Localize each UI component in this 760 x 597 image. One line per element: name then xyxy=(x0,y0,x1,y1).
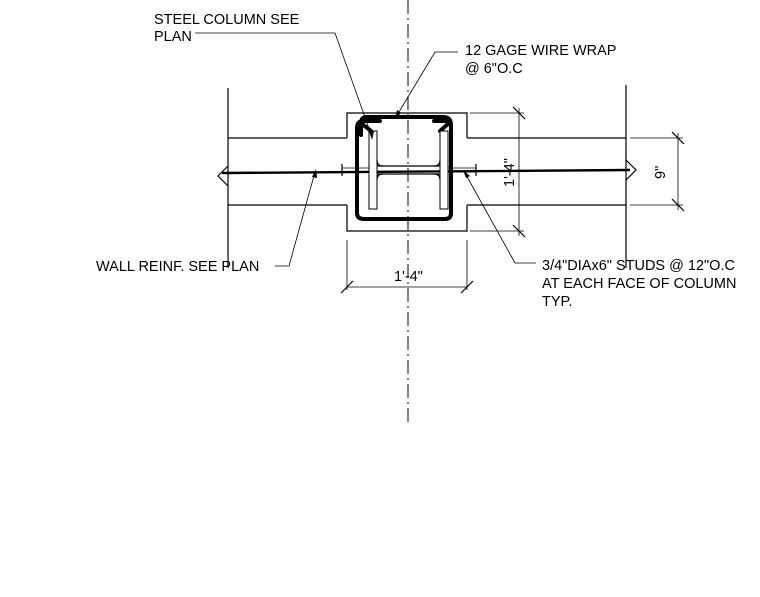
wall-reinf-leader-arrow xyxy=(312,169,317,178)
wire-wrap-leader-arrow xyxy=(395,110,401,119)
wall-thickness-dimension-text: 9" xyxy=(653,166,669,179)
column-width-dimension-text: 1'-4" xyxy=(394,269,423,285)
studs-note-line1: 3/4"DIAx6" STUDS @ 12"O.C xyxy=(542,258,735,274)
wire-wrap-note-line1: 12 GAGE WIRE WRAP xyxy=(465,43,616,59)
wire-wrap-leader xyxy=(395,51,458,118)
wall-reinf-note: WALL REINF. SEE PLAN xyxy=(96,259,259,275)
steel-column-leader xyxy=(195,32,373,138)
column-depth-dimension-text: 1'-4" xyxy=(502,158,518,187)
right-break-symbol xyxy=(625,159,637,181)
shear-studs xyxy=(341,164,477,176)
studs-note-line2: AT EACH FACE OF COLUMN xyxy=(542,276,736,292)
steel-column-leader-arrow xyxy=(369,131,374,140)
column-depth-dimension xyxy=(470,106,526,238)
studs-leader xyxy=(464,172,536,264)
wire-wrap-note-line2: @ 6"O.C xyxy=(465,61,523,77)
column-encasement-outline xyxy=(346,112,468,232)
steel-column-right-flange xyxy=(439,130,449,210)
studs-leader-arrow xyxy=(463,170,470,178)
steel-column-note-line1: STEEL COLUMN SEE xyxy=(154,12,300,28)
wire-wrap-hook-right xyxy=(438,121,451,133)
wall-thickness-dimension xyxy=(630,131,685,212)
column-width-dimension xyxy=(340,240,474,294)
steel-column-note-line2: PLAN xyxy=(154,29,192,45)
left-break-symbol xyxy=(217,165,229,187)
studs-note-line3: TYP. xyxy=(542,294,572,310)
wall-reinf-leader xyxy=(275,171,316,267)
steel-column-left-flange xyxy=(368,130,378,210)
wall-reinforcement-bar xyxy=(221,168,631,175)
steel-column-fillets xyxy=(376,159,441,181)
